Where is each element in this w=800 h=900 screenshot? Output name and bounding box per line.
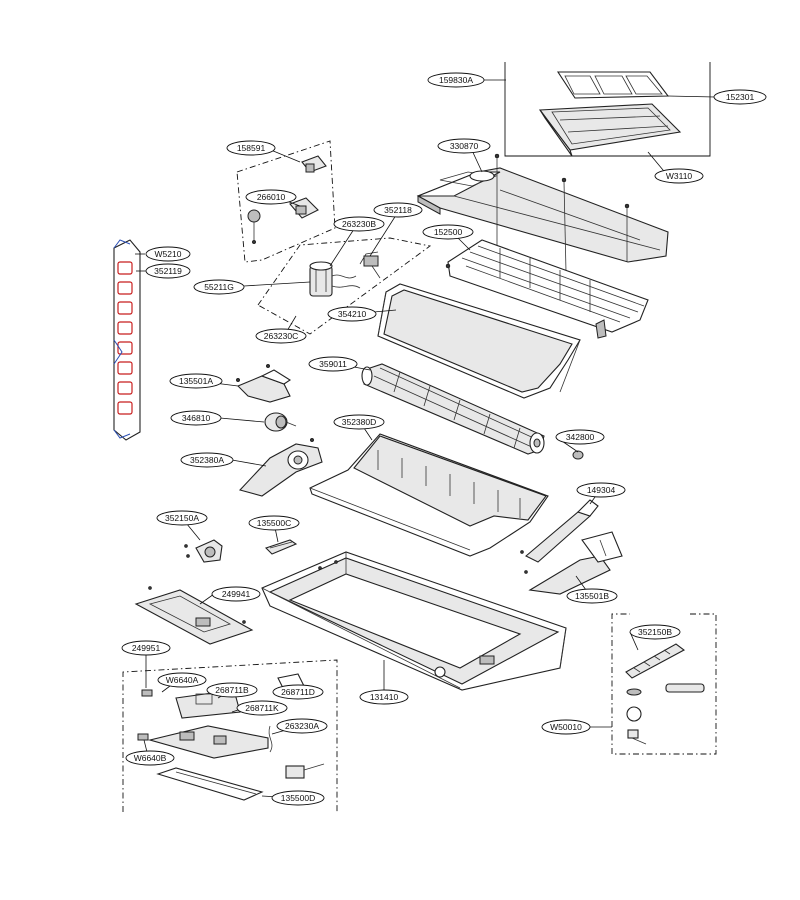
svg-text:159830A: 159830A (439, 75, 473, 85)
bracket-352150A (184, 539, 223, 563)
svg-text:268711D: 268711D (281, 687, 315, 697)
part-label-135500D: 135500D (271, 790, 325, 806)
part-label-152301: 152301 (713, 89, 767, 105)
part-label-135501A: 135501A (169, 373, 223, 389)
base-chassis-131410 (261, 551, 567, 691)
part-label-263230B: 263230B (333, 216, 385, 232)
part-label-346810: 346810 (170, 410, 222, 426)
svg-text:135500D: 135500D (281, 793, 316, 803)
svg-text:263230B: 263230B (342, 219, 376, 229)
part-label-268711D: 268711D (272, 684, 324, 700)
part-label-249941: 249941 (211, 586, 261, 602)
side-plate-352380A (238, 437, 323, 497)
svg-text:135501B: 135501B (575, 591, 609, 601)
part-label-352150B: 352150B (629, 624, 681, 640)
svg-text:131410: 131410 (370, 692, 399, 702)
part-label-W50010: W50010 (541, 719, 591, 735)
air-filter-152301 (538, 71, 682, 157)
svg-text:352380A: 352380A (190, 455, 224, 465)
inner-frame-152500 (445, 239, 649, 339)
fan-motor-55211G (309, 251, 381, 297)
svg-text:263230C: 263230C (264, 331, 299, 341)
part-label-342800: 342800 (555, 429, 605, 445)
pcb-assembly (137, 673, 325, 801)
svg-text:149304: 149304 (587, 485, 616, 495)
part-label-352150A: 352150A (156, 510, 208, 526)
svg-text:330870: 330870 (450, 141, 479, 151)
crossflow-fan-359011 (361, 363, 545, 455)
svg-text:359011: 359011 (319, 359, 347, 369)
drain-pan-352380D (309, 433, 549, 557)
part-label-263230A: 263230A (276, 718, 328, 734)
svg-text:342800: 342800 (566, 432, 595, 442)
part-label-149304: 149304 (576, 482, 626, 498)
svg-text:W6640A: W6640A (166, 675, 199, 685)
fan-bearing-342800 (572, 450, 584, 460)
control-box-249941 (134, 586, 254, 645)
drain-hose-kit-352150B (625, 643, 705, 745)
svg-text:346810: 346810 (182, 413, 211, 423)
svg-text:268711K: 268711K (245, 703, 279, 713)
svg-text:354210: 354210 (338, 309, 367, 319)
svg-text:352150B: 352150B (638, 627, 672, 637)
part-label-W5210: W5210 (145, 246, 191, 262)
evaporator-354210 (377, 283, 581, 399)
top-cover-330870 (416, 153, 669, 273)
svg-text:268711B: 268711B (215, 685, 249, 695)
part-label-263230C: 263230C (255, 328, 307, 344)
part-label-135500C: 135500C (248, 515, 300, 531)
svg-text:249941: 249941 (222, 589, 251, 599)
svg-text:352380D: 352380D (342, 417, 377, 427)
svg-text:55211G: 55211G (204, 282, 234, 292)
part-label-131410: 131410 (359, 689, 409, 705)
part-label-152500: 152500 (422, 224, 474, 240)
part-label-W6640A: W6640A (157, 672, 207, 688)
svg-text:135500C: 135500C (257, 518, 292, 528)
svg-text:249951: 249951 (132, 643, 161, 653)
svg-text:W3110: W3110 (666, 171, 693, 181)
pcb-group-frame (122, 659, 338, 812)
part-label-W3110: W3110 (654, 168, 704, 184)
part-label-352380A: 352380A (180, 452, 234, 468)
part-label-352118: 352118 (373, 202, 423, 218)
svg-text:352119: 352119 (154, 266, 182, 276)
part-label-135501B: 135501B (566, 588, 618, 604)
drain-kit-frame (611, 613, 717, 755)
sensor-parts-158591 (247, 155, 327, 245)
bracket-135501A (235, 363, 292, 403)
right-bracket-149304 (520, 499, 623, 595)
part-label-359011: 359011 (308, 356, 358, 372)
sensor-group-frame (236, 140, 336, 263)
svg-text:W6640B: W6640B (134, 753, 167, 763)
part-label-330870: 330870 (437, 138, 491, 154)
svg-text:W50010: W50010 (550, 722, 582, 732)
svg-text:158591: 158591 (237, 143, 266, 153)
cable-clamp-strip-W5210 (113, 239, 141, 441)
part-label-W6640B: W6640B (125, 750, 175, 766)
part-label-249951: 249951 (121, 640, 171, 656)
part-label-268711K: 268711K (236, 700, 288, 716)
svg-text:352150A: 352150A (165, 513, 199, 523)
part-label-352380D: 352380D (333, 414, 385, 430)
bracket-135500C (264, 539, 298, 555)
svg-text:152301: 152301 (726, 92, 755, 102)
part-label-158591: 158591 (226, 140, 276, 156)
part-label-268711B: 268711B (206, 682, 258, 698)
part-label-159830A: 159830A (427, 72, 485, 88)
filter-group-frame (504, 62, 711, 157)
part-label-55211G: 55211G (193, 279, 245, 295)
svg-text:152500: 152500 (434, 227, 463, 237)
svg-text:352118: 352118 (384, 205, 412, 215)
part-label-354210: 354210 (327, 306, 377, 322)
svg-text:263230A: 263230A (285, 721, 319, 731)
part-label-266010: 266010 (245, 189, 297, 205)
part-label-352119: 352119 (145, 263, 191, 279)
svg-text:135501A: 135501A (179, 376, 213, 386)
motor-mount-346810 (264, 412, 297, 432)
svg-text:266010: 266010 (257, 192, 286, 202)
svg-text:W5210: W5210 (155, 249, 182, 259)
